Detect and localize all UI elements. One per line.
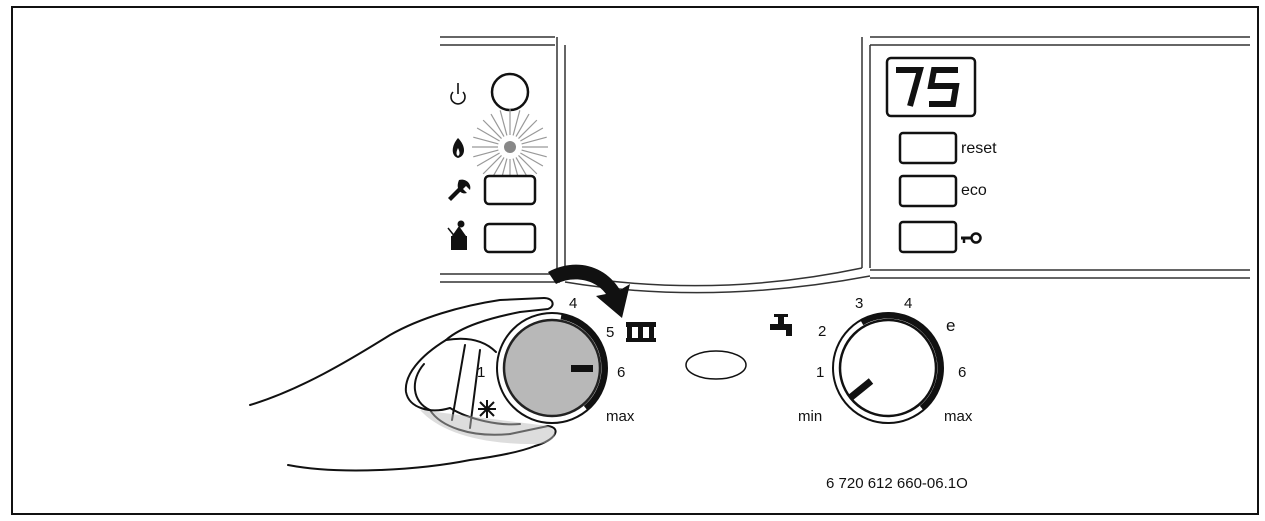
radiator-icon [626, 322, 656, 342]
burner-ray [518, 155, 538, 175]
heating-mark-1: 1 [477, 364, 485, 381]
hot-water-mark-e: e [946, 316, 955, 335]
heating-mark-4: 4 [569, 295, 577, 312]
hand-shadow [420, 410, 555, 445]
heating-mark-6: 6 [617, 364, 625, 381]
eco-label: eco [961, 182, 987, 199]
hot-water-dial[interactable] [832, 312, 944, 424]
hot-water-mark-3: 3 [855, 295, 863, 312]
burner-ray [499, 110, 508, 136]
display-digits [896, 67, 960, 107]
burner-ray [520, 127, 544, 142]
power-icon [450, 83, 466, 105]
hot-water-tap-icon [770, 314, 792, 336]
burner-ray [482, 119, 502, 139]
burner-ray [476, 152, 500, 167]
power-button[interactable] [490, 72, 530, 112]
hot-water-mark-max: max [944, 408, 973, 425]
figure-code: 6 720 612 660-06.1O [826, 475, 968, 492]
burner-ray [520, 152, 544, 167]
burner-ray [482, 155, 502, 175]
burner-led [504, 141, 516, 153]
burner-ray [521, 136, 547, 145]
hot-water-knob[interactable] [838, 318, 938, 418]
burner-ray [518, 119, 538, 139]
wrench-icon [448, 179, 471, 201]
turn-direction-arrow [548, 264, 630, 318]
figure-frame [11, 6, 1259, 515]
hot-water-knob-pointer [847, 378, 874, 401]
key-lock-icon [961, 232, 982, 244]
burner-ray [515, 113, 530, 137]
service-button[interactable] [483, 174, 537, 206]
heating-knob[interactable] [502, 318, 602, 418]
heating-knob-pointer [571, 365, 593, 372]
hot-water-mark-min: min [798, 408, 822, 425]
display-value: 75 [930, 94, 932, 96]
hot-water-mark-1: 1 [816, 364, 824, 381]
heating-mark-5: 5 [606, 324, 614, 341]
chimney-sweep-button[interactable] [483, 222, 537, 254]
heating-dial[interactable] [496, 312, 608, 424]
burner-ray [490, 113, 505, 137]
hot-water-mark-2: 2 [818, 323, 826, 340]
reset-button[interactable] [898, 131, 958, 165]
panel-housing [440, 36, 1250, 294]
pressure-indicator-window [685, 350, 747, 380]
eco-button[interactable] [898, 174, 958, 208]
reset-label: reset [961, 140, 997, 157]
key-lock-button[interactable] [898, 220, 958, 254]
burner-ray [476, 127, 500, 142]
hot-water-mark-4: 4 [904, 295, 912, 312]
chimney-sweep-icon [447, 220, 467, 250]
burner-ray [473, 136, 499, 145]
burner-ray [512, 110, 521, 136]
burner-ray [473, 149, 499, 158]
heating-mark-max: max [606, 408, 635, 425]
flame-icon [452, 138, 464, 158]
frost-protection-icon [478, 400, 496, 418]
hot-water-mark-6: 6 [958, 364, 966, 381]
burner-ray [521, 149, 547, 158]
